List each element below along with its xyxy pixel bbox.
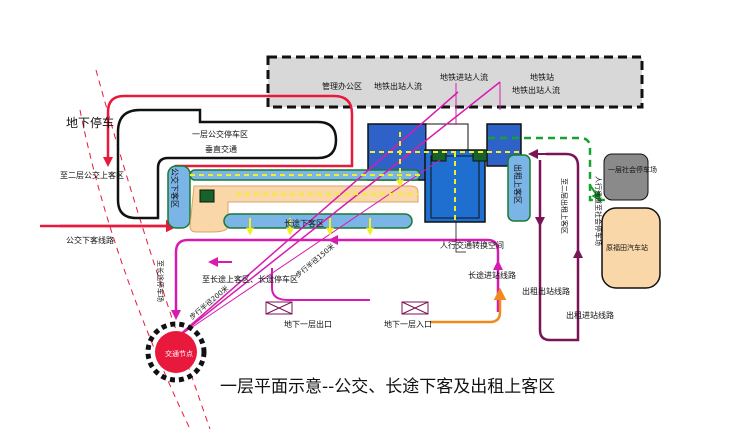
label-to-coach-pickup: 至长途上客区、长途停车区	[202, 274, 298, 284]
underground-entry-path	[430, 287, 507, 324]
social-parking-box	[603, 153, 649, 201]
walk-line-2	[175, 81, 501, 339]
label-pedestrian-transfer: 人行交通转换空间	[440, 240, 504, 250]
label-to-l2-bus: 至二层公交上客区	[60, 170, 124, 180]
label-to-l2-taxi: 至二层出租上客区	[560, 178, 569, 234]
bus-route-outer	[60, 94, 354, 228]
label-metro-enter-flow: 地铁进站人流	[440, 72, 488, 82]
coach-ramp	[271, 268, 370, 301]
label-taxi-exit: 出租出站线路	[522, 286, 570, 296]
admin-building	[266, 55, 644, 109]
label-underground-exit: 地下一层出口	[284, 319, 332, 329]
traffic-node-ring	[145, 321, 207, 383]
label-traffic-node: 交通节点	[165, 349, 193, 358]
label-social-parking: 一层社会停车场	[608, 165, 657, 174]
label-coach-station: 原福田汽车站	[606, 243, 648, 252]
taxi-route	[538, 152, 580, 342]
walk-line-1	[175, 91, 459, 339]
label-taxi-entry: 出租进站线路	[566, 310, 614, 320]
traffic-node-icon	[155, 331, 197, 373]
bus-parking-band	[189, 169, 421, 181]
label-pedestrian-social: 人行通道至社会停车场	[594, 176, 603, 246]
green-arrow	[589, 184, 602, 202]
label-underground-entry: 地下一层入口	[384, 319, 432, 329]
walk-line-3	[175, 159, 441, 339]
label-underground-parking: 地下停车	[66, 115, 114, 130]
underground-parking-loop	[116, 108, 338, 220]
vertical-traffic-area	[189, 185, 419, 233]
label-metro-exit-flow-2: 地铁出站人流	[512, 85, 560, 95]
label-metro-exit-flow: 地铁出站人流	[374, 81, 422, 91]
label-metro-station: 地铁站	[530, 72, 554, 82]
taxi-pickup-zone	[507, 154, 531, 222]
label-bus-dropoff-route: 公交下客线路	[66, 235, 114, 245]
label-walk-distance: 步行半径150米	[294, 242, 337, 280]
pedestrian-green-path	[488, 136, 608, 202]
leader-transfer	[455, 222, 466, 253]
label-coach-entry: 长途进站线路	[468, 270, 516, 280]
label-bus-dropoff-area: 公交下客区	[170, 168, 180, 208]
label-admin-area: 管理办公区	[322, 81, 362, 91]
label-to-coach-parking: 至长途停车场	[156, 260, 165, 302]
label-vertical-traffic: 垂直交通	[205, 144, 237, 154]
walk-radius-arc-2	[79, 109, 191, 430]
label-bus-parking: 一层公交停车区	[192, 129, 248, 139]
label-taxi-pickup: 出租上客区	[513, 164, 523, 204]
underground-exit-x	[265, 301, 293, 315]
bus-dropoff-zone	[167, 165, 191, 229]
page-title: 一层平面示意--公交、长途下客及出租上客区	[220, 377, 555, 397]
vertical-traffic-icon	[199, 189, 215, 203]
coach-station-box	[601, 207, 661, 289]
underground-entry-x	[401, 301, 429, 315]
metro-vertical-traffic-2	[472, 149, 488, 162]
label-coach-dropoff: 长途下客区	[284, 218, 324, 228]
